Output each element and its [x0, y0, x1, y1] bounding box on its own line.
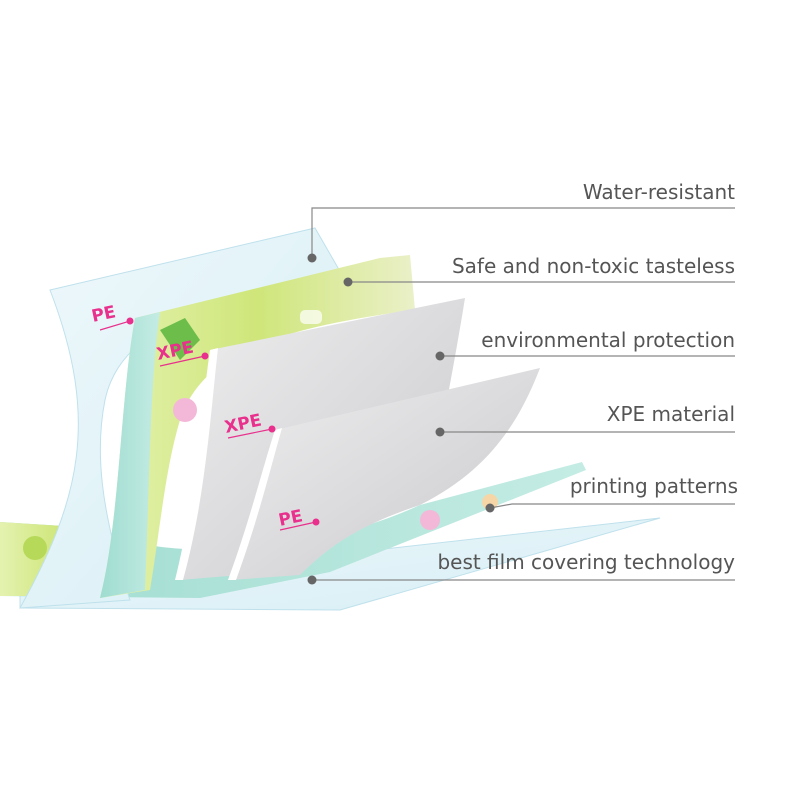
layer-tag-pointers: [99, 320, 317, 531]
callout-label-printing-patterns: printing patterns: [570, 474, 738, 498]
upper-foam-edge: [175, 348, 218, 580]
callout-dot: [307, 253, 317, 263]
print-shape: [420, 510, 440, 530]
layer-tag-dot: [201, 352, 209, 360]
layer-tag-dot: [126, 317, 134, 325]
print-shape: [173, 398, 197, 422]
callout-label-environmental: environmental protection: [481, 328, 735, 352]
callout-label-film-covering: best film covering technology: [437, 550, 735, 574]
layer-tag-pe-top: PE: [90, 302, 118, 327]
callout-dot: [485, 503, 495, 513]
print-shape: [300, 310, 322, 324]
callout-dot: [343, 277, 353, 287]
lower-foam-layer: [230, 368, 540, 580]
layer-tag-dot: [312, 518, 320, 526]
layer-tag-pe-bottom: PE: [277, 506, 305, 531]
print-shape: [23, 536, 47, 560]
callout-lines: [311, 207, 735, 581]
callout-label-water-resistant: Water-resistant: [583, 180, 735, 204]
callout-dot: [307, 575, 317, 585]
callout-dots: [307, 253, 495, 585]
print-teal-edge: [100, 312, 160, 598]
lower-foam-edge: [228, 428, 282, 580]
callout-dot: [435, 351, 445, 361]
print-leaf: [160, 318, 200, 360]
callout-label-safe: Safe and non-toxic tasteless: [452, 254, 735, 278]
layer-tag-dot: [268, 425, 276, 433]
callout-label-xpe-material: XPE material: [607, 402, 735, 426]
callout-dot: [435, 427, 445, 437]
layer-tag-dots: [126, 317, 320, 526]
